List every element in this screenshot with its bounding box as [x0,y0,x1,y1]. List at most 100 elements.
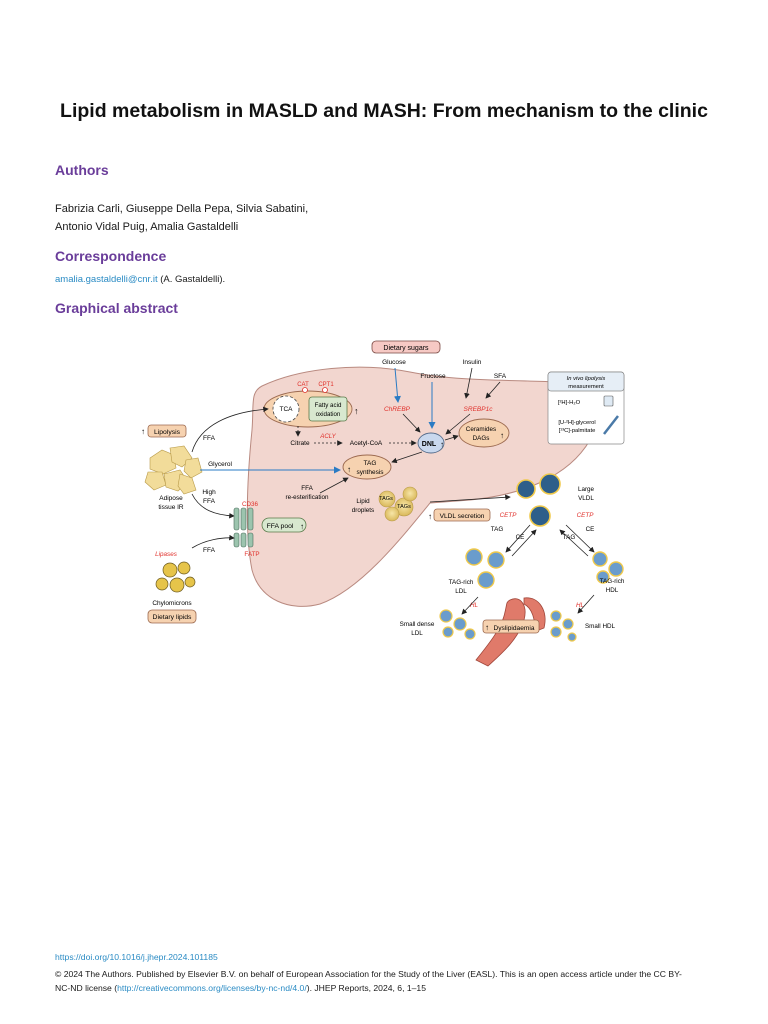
hdl-to-vldl-arrow [559,529,589,557]
license-prefix: NC-ND license ( [55,983,118,993]
lipases-label: Lipases [155,551,178,558]
ffa-to-mito-arrow [191,406,269,453]
vldl-secretion-label: VLDL secretion [440,513,485,520]
tag-synthesis-node [342,454,392,480]
sfa-arrow [485,381,501,399]
cd36-transporter [233,507,254,531]
ffa-lower-label: FFA [203,547,216,554]
article-title: Lipid metabolism in MASLD and MASH: From… [60,100,708,122]
srebp-to-dnl [445,413,471,435]
chylomicron-particles [155,561,196,593]
large-vldl-label-1: Large [578,486,595,493]
lipid-droplets-label-1: Lipid [356,498,370,505]
glucose-arrow [393,367,401,403]
license-link[interactable]: http://creativecommons.org/licenses/by-n… [117,983,307,993]
chylomicron-to-fatp-arrow [191,534,235,549]
tag-synthesis-label-1: TAG [364,460,377,467]
authors-heading: Authors [55,162,109,178]
tag-synthesis-up-arrow: ↑ [347,465,351,474]
lipolysis-label: Lipolysis [154,429,181,436]
ffa-pool-box [261,517,307,533]
lipolysis-up-arrow: ↑ [141,427,145,436]
invivo-palmitate: [¹³C]-palmitate [559,428,596,434]
small-dense-ldl-label-1: Small dense [400,621,435,628]
insulin-arrow [464,367,473,399]
authors-line-1: Fabrizia Carli, Giuseppe Della Pepa, Sil… [55,203,309,215]
license-line-1: © 2024 The Authors. Published by Elsevie… [55,969,682,979]
glycerol-label: Glycerol [208,461,232,468]
lipid-droplets-label-2: droplets [352,507,374,514]
tca-cycle [272,395,300,423]
sfa-label: SFA [494,373,507,380]
dnl-to-ceramides [444,434,459,441]
ceramides-label-2: DAGs [473,435,490,442]
high-ffa-label-2: FFA [203,498,216,505]
dietary-sugars-box [371,340,441,354]
fao-label-2: oxidation [316,411,341,418]
dietary-sugars-label: Dietary sugars [383,345,429,352]
large-vldl-label-2: VLDL [578,495,594,502]
graphical-abstract-figure: Dietary sugars Glucose Insulin Fructose … [141,340,625,667]
tca-label: TCA [280,406,294,413]
tag-rich-ldl-particles [465,548,505,589]
tag-right-label: TAG [563,534,576,541]
citrate-label: Citrate [290,440,310,447]
ffa-pool-label: FFA pool [267,523,294,530]
hl-left-label: HL [470,602,479,609]
dyslipidaemia-up-arrow: ↑ [485,623,489,632]
fatp-transporter [233,532,254,548]
hl-right-label: HL [576,602,585,609]
small-dense-ldl-label-2: LDL [411,630,423,637]
dnl-label: DNL [422,441,437,448]
ffa-label: FFA [203,435,216,442]
tags-label-2: TAGs [397,504,411,510]
fao-label-1: Fatty acid [315,402,342,409]
syringe-icon [603,415,619,435]
ldl-to-small-ldl-arrow [461,596,479,615]
liver-shape [246,366,606,607]
correspondence: amalia.gastaldelli@cnr.it (A. Gastaldell… [55,274,225,285]
tag-rich-ldl-label-1: TAG-rich [449,579,474,586]
acetyl-coa-label: Acetyl-CoA [350,440,383,447]
water-cup-icon [603,395,614,407]
tag-rich-hdl-label-1: TAG-rich [600,578,625,585]
ce-right-label: CE [586,526,595,533]
lipolysis-box [147,424,187,438]
fao-up-arrow: ↑ [354,406,359,416]
cat-marker [302,387,308,393]
chrebp-to-dnl [402,413,421,433]
lipid-droplet-cluster [378,486,418,522]
invivo-header [547,371,625,392]
doi-link[interactable]: https://doi.org/10.1016/j.jhepr.2024.101… [55,952,218,962]
email-link[interactable]: amalia.gastaldelli@cnr.it [55,274,158,285]
high-ffa-label-1: High [202,489,216,496]
dyslipidaemia-label: Dyslipidaemia [493,625,534,632]
email-suffix: (A. Gastaldelli). [157,274,226,285]
glucose-label: Glucose [382,359,406,366]
dnl-node [417,432,445,454]
ffa-re-label-2: re-esterification [285,494,329,501]
vldl-arrow [429,494,511,503]
authors-line-2: Antonio Vidal Puig, Amalia Gastaldelli [55,221,239,233]
reesterification-arrow [319,477,349,494]
chylomicrons-label: Chylomicrons [152,600,192,607]
dietary-lipids-label: Dietary lipids [153,614,193,621]
adipose-label-2: tissue IR [158,504,184,511]
dietary-lipids-box [147,609,197,624]
hdl-to-small-hdl-arrow [577,594,595,614]
small-hdl-particles [550,610,577,642]
small-dense-ldl-particles [439,609,476,640]
invivo-label-2: measurement [568,384,604,390]
cd36-label: CD36 [242,501,259,508]
correspondence-heading: Correspondence [55,248,167,264]
tag-synthesis-label-2: synthesis [356,469,384,476]
small-hdl-label: Small HDL [585,623,616,630]
license-suffix: ). JHEP Reports, 2024, 6, 1–15 [306,983,426,993]
tag-rich-ldl-label-2: LDL [455,588,467,595]
ffa-pool-up-arrow: ↑ [300,522,304,531]
invivo-glycerol: [U-²H]-glycerol [558,420,595,426]
vldl-to-hdl-arrow [565,524,595,553]
adipose-label-1: Adipose [159,495,183,502]
vldl-up-arrow: ↑ [428,512,432,521]
footer: https://doi.org/10.1016/j.jhepr.2024.101… [55,950,725,995]
